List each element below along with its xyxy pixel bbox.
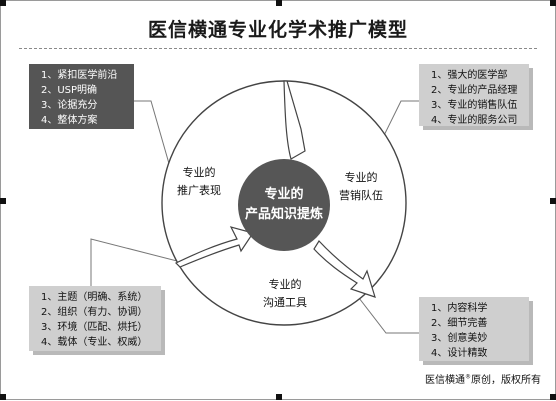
box-top-right-item: 2、专业的产品经理 bbox=[431, 85, 518, 96]
resize-handle-middle-right[interactable] bbox=[550, 198, 556, 204]
box-bottom-right-item: 3、创意美妙 bbox=[431, 333, 488, 344]
title-divider bbox=[19, 48, 537, 49]
box-bottom-right: 1、内容科学 2、细节完善 3、创意美妙 4、设计精致 bbox=[419, 297, 529, 361]
footer-rights: 原创，版权所有 bbox=[471, 375, 541, 386]
box-top-left-item: 3、论据充分 bbox=[41, 100, 98, 111]
resize-handle-middle-left[interactable] bbox=[0, 198, 6, 204]
segment-label-bottom: 专业的 沟通工具 bbox=[263, 276, 307, 312]
diagram-title: 医信横通专业化学术推广模型 bbox=[147, 19, 408, 41]
segment-right-line2: 营销队伍 bbox=[339, 189, 383, 202]
segment-bottom-line2: 沟通工具 bbox=[263, 296, 307, 309]
box-top-right: 1、强大的医学部 2、专业的产品经理 3、专业的销售队伍 4、专业的服务公司 bbox=[419, 64, 529, 126]
segment-left-line1: 专业的 bbox=[182, 166, 216, 179]
box-top-left: 1、紧扣医学前沿 2、USP明确 3、论据充分 4、整体方案 bbox=[29, 64, 134, 129]
registered-mark-icon: ® bbox=[465, 373, 471, 381]
box-top-right-item: 1、强大的医学部 bbox=[431, 70, 508, 81]
resize-handle-top-right[interactable] bbox=[550, 0, 556, 6]
segment-left-line2: 推广表现 bbox=[177, 184, 221, 197]
segment-bottom-line1: 专业的 bbox=[268, 278, 302, 291]
segment-right-line1: 专业的 bbox=[344, 171, 378, 184]
segment-label-right: 专业的 营销队伍 bbox=[339, 169, 383, 205]
divider-arrow-bottom-right bbox=[313, 240, 376, 298]
divider-arrow-top bbox=[283, 80, 306, 160]
core-line2: 产品知识提炼 bbox=[244, 207, 323, 222]
resize-handle-bottom-right[interactable] bbox=[550, 394, 556, 400]
box-bottom-left-item: 3、环境（匹配、烘托） bbox=[41, 322, 148, 333]
resize-handle-top-left[interactable] bbox=[0, 0, 6, 6]
box-bottom-right-item: 1、内容科学 bbox=[431, 303, 488, 314]
footer-brand: 医信横通 bbox=[425, 375, 465, 386]
box-bottom-right-item: 2、细节完善 bbox=[431, 318, 488, 329]
box-bottom-left-item: 4、载体（专业、权威） bbox=[41, 337, 148, 348]
core-line1: 专业的 bbox=[264, 187, 304, 202]
box-bottom-left: 1、主题（明确、系统） 2、组织（有力、协调） 3、环境（匹配、烘托） 4、载体… bbox=[29, 286, 161, 351]
segment-label-left: 专业的 推广表现 bbox=[177, 164, 221, 200]
resize-handle-bottom-center[interactable] bbox=[276, 394, 282, 400]
box-top-left-item: 1、紧扣医学前沿 bbox=[41, 70, 118, 81]
core-circle: 专业的 产品知识提炼 bbox=[238, 159, 330, 251]
connector-top-left bbox=[129, 100, 175, 182]
resize-handle-bottom-left[interactable] bbox=[0, 394, 6, 400]
resize-handle-top-center[interactable] bbox=[276, 0, 282, 6]
box-top-right-item: 4、专业的服务公司 bbox=[431, 115, 518, 126]
box-bottom-right-item: 4、设计精致 bbox=[431, 348, 488, 359]
box-bottom-left-item: 1、主题（明确、系统） bbox=[41, 292, 148, 303]
box-top-right-item: 3、专业的销售队伍 bbox=[431, 100, 518, 111]
copyright-footer: 医信横通®原创，版权所有 bbox=[425, 371, 541, 386]
box-top-left-item: 2、USP明确 bbox=[41, 85, 98, 96]
box-top-left-item: 4、整体方案 bbox=[41, 115, 98, 126]
box-bottom-left-item: 2、组织（有力、协调） bbox=[41, 307, 148, 318]
